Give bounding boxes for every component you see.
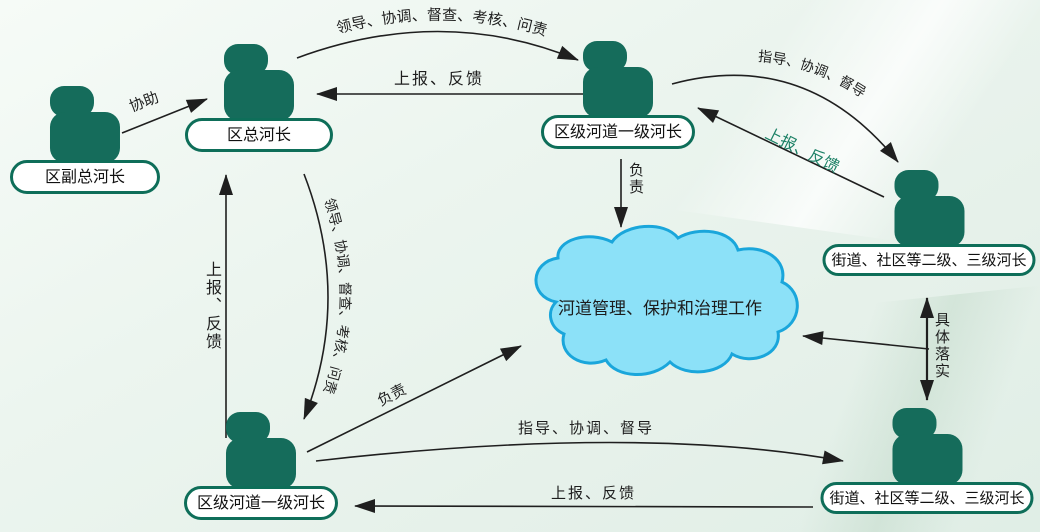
- cloud-label: 河道管理、保护和治理工作: [558, 299, 762, 319]
- edge-label-in-charge-top: 负责: [627, 162, 645, 196]
- person-icon: [225, 412, 296, 489]
- node-label-level1-chief-top: 区级河道一级河长: [540, 115, 696, 149]
- node-level23-chief-bottom: 街道、社区等二级、三级河长: [820, 408, 1034, 515]
- node-label-deputy-general-chief: 区副总河长: [9, 160, 161, 194]
- edge-label-report-green: 上报、反馈: [762, 124, 842, 177]
- edge-label-lead-left-arc: 领导、协调、督查、考核、问责: [320, 196, 353, 396]
- arrow-lead-top-arc: [296, 30, 579, 61]
- person-body: [893, 196, 964, 247]
- person-head: [893, 170, 938, 201]
- arrow-report-bottom: [354, 499, 814, 514]
- arrow-guide-bottom: [315, 441, 844, 465]
- person-head: [49, 86, 94, 117]
- person-icon: [891, 408, 962, 485]
- node-general-chief: 区总河长: [184, 44, 334, 152]
- node-label-level1-chief-bottom: 区级河道一级河长: [183, 486, 339, 520]
- person-body: [225, 438, 296, 489]
- person-body: [582, 67, 653, 118]
- person-head: [223, 44, 268, 75]
- person-body: [49, 112, 120, 163]
- edge-label-lead-top-arc: 领导、协调、督查、考核、问责: [335, 6, 549, 40]
- node-label-general-chief: 区总河长: [184, 118, 334, 152]
- arrow-in-charge-bottom: [306, 345, 522, 453]
- person-icon: [582, 41, 653, 118]
- node-level23-chief-right: 街道、社区等二级、三级河长: [822, 170, 1036, 277]
- node-label-level23-chief-right: 街道、社区等二级、三级河长: [822, 244, 1036, 277]
- person-icon: [223, 44, 294, 121]
- edge-label-in-charge-bottom: 负责: [374, 380, 409, 410]
- edge-label-report-top: 上报、反馈: [394, 69, 485, 88]
- edge-label-report-left: 上报、反馈: [203, 261, 222, 351]
- node-level1-chief-top: 区级河道一级河长: [540, 41, 696, 149]
- arrow-assist: [121, 98, 208, 134]
- node-label-level23-chief-bottom: 街道、社区等二级、三级河长: [820, 482, 1034, 515]
- edge-label-report-bottom: 上报、反馈: [551, 484, 637, 502]
- person-icon: [893, 170, 964, 247]
- person-icon: [49, 86, 120, 163]
- edge-label-guide-bottom: 指导、协调、督导: [518, 419, 655, 437]
- person-head: [225, 412, 270, 443]
- node-deputy-general-chief: 区副总河长: [9, 86, 161, 194]
- arrow-lead-left-arc: [303, 173, 329, 420]
- cloud-shape: [534, 224, 799, 376]
- node-level1-chief-bottom: 区级河道一级河长: [183, 412, 339, 520]
- person-head: [582, 41, 627, 72]
- edge-label-implement: 具体落实: [933, 312, 951, 380]
- arrow-guide-top: [671, 74, 899, 163]
- person-head: [891, 408, 936, 439]
- person-body: [223, 70, 294, 121]
- person-body: [891, 434, 962, 485]
- arrow-cloud-connector: [802, 331, 930, 350]
- arrow-report-green: [697, 107, 885, 198]
